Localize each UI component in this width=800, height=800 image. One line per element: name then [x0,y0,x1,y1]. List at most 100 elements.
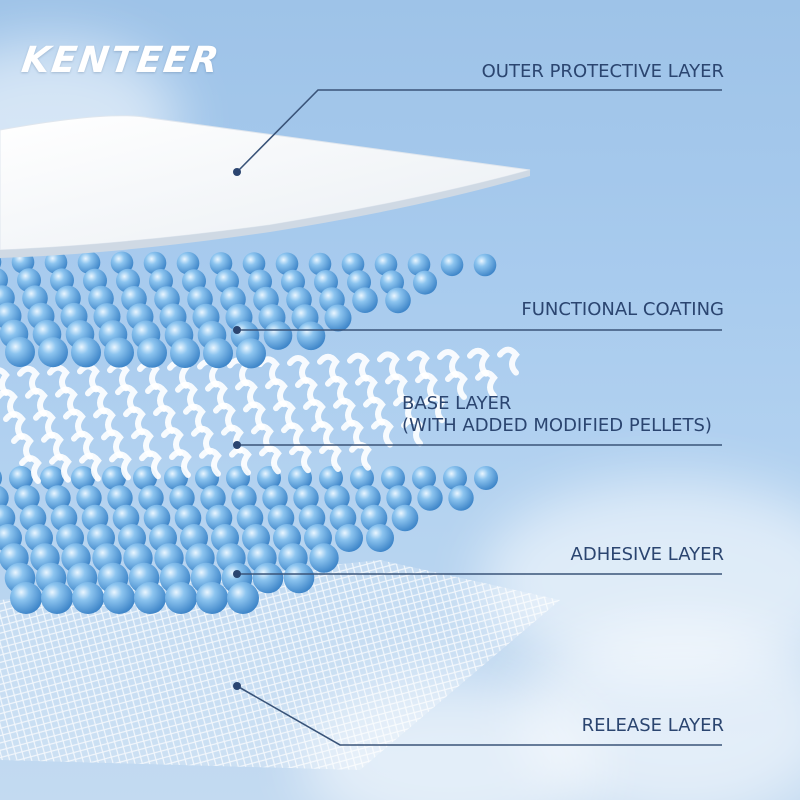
label-base-layer-line2: (WITH ADDED MODIFIED PELLETS) [402,415,712,436]
sphere [9,466,33,490]
sphere [231,485,257,511]
sphere [252,562,284,594]
fiber [205,380,228,410]
fiber [0,389,18,418]
sphere [103,582,135,614]
release-layer-mesh [0,560,560,770]
outer-protective-sheet [0,115,531,251]
fiber [19,455,42,484]
sphere [176,251,200,275]
sphere [72,582,104,614]
fiber [41,431,64,461]
sphere [352,287,378,314]
fiber [85,385,108,415]
leader-dot [233,682,241,690]
sphere [350,466,374,490]
sphere [324,485,350,511]
sphere [242,252,266,275]
sphere [412,466,436,490]
label-functional-coating: FUNCTIONAL COATING [521,299,724,320]
fiber [123,406,146,436]
sphere [138,485,164,511]
fiber [131,428,154,458]
sphere [413,270,437,295]
adhesive-layer-spheres [0,466,498,614]
fiber [295,377,318,406]
leader-dot [233,570,241,578]
sphere [110,251,134,275]
sphere [366,524,394,552]
fiber [347,352,370,382]
sphere [473,253,497,277]
fiber [25,387,48,417]
label-base-layer-line1: BASE LAYER [402,393,512,414]
sphere [170,338,200,368]
sphere [474,466,498,490]
fiber [191,425,214,455]
sphere [203,338,233,369]
leader-line-release [236,685,722,746]
fiber [243,401,266,431]
sphere [200,485,226,511]
sphere [0,256,2,268]
fiber [333,397,356,427]
fiber [47,364,70,394]
fiber [169,449,192,478]
leader-dot [233,168,241,176]
fiber [287,355,310,384]
sphere [319,466,343,490]
fiber [415,372,438,402]
fiber [325,375,348,405]
fiber [55,386,78,416]
label-base-layer: BASE LAYER (WITH ADDED MODIFIED PELLETS) [402,393,712,437]
fiber [235,379,258,409]
fiber [101,429,124,459]
sphere [443,466,467,490]
fiber [3,411,26,440]
sphere [355,485,381,511]
sphere [263,321,293,350]
sphere [71,337,101,368]
fiber [79,452,102,482]
fiber [393,395,416,425]
fiber [175,381,198,411]
sphere [165,582,197,614]
fiber [311,421,334,450]
sphere [296,321,326,351]
fiber [0,367,10,396]
sphere [0,471,2,485]
sphere [143,251,167,275]
sphere [227,582,259,614]
sphere [102,466,126,490]
sphere [236,338,266,369]
fiber [497,346,520,376]
fiber [385,373,408,403]
sphere [335,524,363,552]
label-adhesive-layer: ADHESIVE LAYER [570,544,724,565]
sphere [104,337,134,368]
sphere [38,337,68,368]
fiber [145,383,168,412]
fiber [317,353,340,383]
sphere [440,253,464,277]
fiber [303,399,326,428]
sphere [407,253,431,276]
leader-dot [233,326,241,334]
fiber [265,378,288,408]
fiber [229,446,252,476]
fiber [33,409,56,439]
label-release-layer: RELEASE LAYER [581,715,724,736]
sphere [374,253,398,276]
fiber [273,400,296,430]
sphere [262,485,288,511]
sphere [164,466,188,490]
fiber [115,384,138,414]
fiber [161,427,184,456]
sphere [137,337,167,368]
sphere [196,582,228,614]
sphere [41,582,73,614]
sphere [169,485,195,511]
functional-coating-spheres [0,250,497,369]
